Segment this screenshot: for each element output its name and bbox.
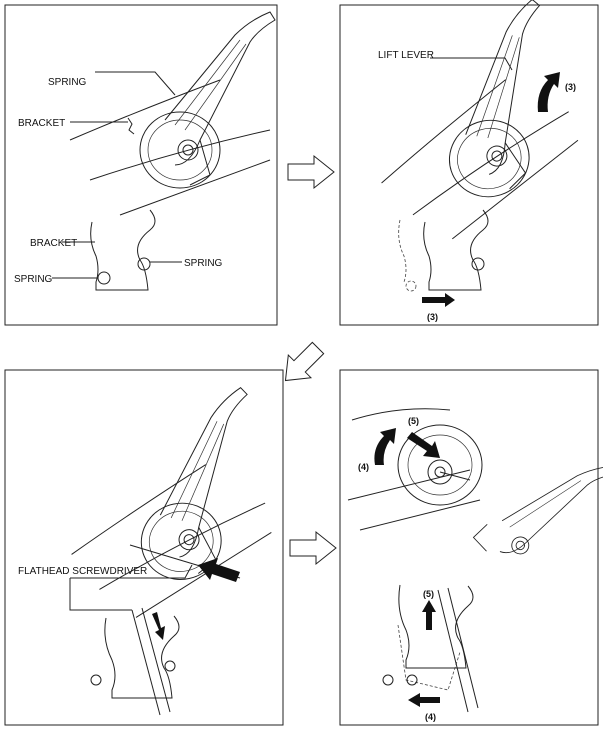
label-step-3-bottom: (3) <box>427 312 438 322</box>
spring-hole-right-2 <box>471 257 485 271</box>
ratchet-inner <box>407 434 473 496</box>
ratchet-gear <box>427 459 453 485</box>
panel-4-frame <box>339 369 599 726</box>
panel-4-base-line-a <box>351 408 451 421</box>
leader-screwdriver <box>70 564 193 579</box>
label-flathead-screwdriver: FLATHEAD SCREWDRIVER <box>18 566 147 577</box>
label-spring-left: SPRING <box>14 274 53 285</box>
spring-detail-top <box>127 117 135 135</box>
up-arrow-step-5 <box>422 600 436 630</box>
leader-lift-lever <box>430 57 513 71</box>
label-bracket-top: BRACKET <box>18 118 65 129</box>
rotate-arrow-step-4 <box>374 428 396 465</box>
label-lift-lever: LIFT LEVER <box>378 50 434 61</box>
arrow-step-3 <box>422 293 455 307</box>
shaft-pin <box>439 471 471 481</box>
rotate-arrow-step-3 <box>537 72 560 112</box>
label-spring-right: SPRING <box>184 258 223 269</box>
label-step-4-top: (4) <box>358 462 369 472</box>
spring-hole-3a <box>90 674 102 686</box>
panel-4-base-line-c <box>359 499 481 531</box>
down-arrow-screwdriver <box>152 612 165 640</box>
left-arrow-step-4 <box>408 693 440 707</box>
label-step-5-top: (5) <box>408 416 419 426</box>
leader-screwdriver-2 <box>69 578 132 611</box>
panel-3-frame <box>4 369 284 726</box>
panel-3: FLATHEAD SCREWDRIVER <box>4 369 289 726</box>
spring-hole-4a <box>382 674 394 686</box>
screwdriver-blade-a <box>131 609 161 716</box>
panel-2: LIFT LEVER (3) (3) <box>339 0 601 326</box>
screwdriver-blade-b <box>141 607 171 713</box>
bracket-outline-3 <box>104 615 180 699</box>
bracket-outline-shifted <box>423 209 489 291</box>
bracket-outline <box>90 209 156 291</box>
push-arrow <box>198 558 240 582</box>
bracket-prev-position-4 <box>397 624 461 691</box>
screwdriver-blade-4b <box>447 587 479 709</box>
ratchet-housing <box>397 424 483 506</box>
screwdriver-blade-4a <box>437 589 469 713</box>
panel-4: (4) (5) (5) (4) <box>339 369 603 726</box>
spring-hole-right <box>137 257 151 271</box>
label-bracket-bottom: BRACKET <box>30 238 77 249</box>
spring-hole-prev <box>405 280 417 292</box>
label-step-3-top: (3) <box>565 82 576 92</box>
bracket-prev-position <box>398 219 407 283</box>
flow-arrow-right-1 <box>287 155 335 189</box>
spring-hole-3b <box>164 660 176 672</box>
panel-1: SPRING BRACKET BRACKET SPRING SPRING <box>4 4 278 326</box>
spring-hole-4b <box>406 674 418 686</box>
push-arrow-step-5 <box>407 432 440 458</box>
panel-1-frame <box>4 4 278 326</box>
leader-spring-top <box>95 71 176 96</box>
flow-arrow-right-2 <box>289 531 337 565</box>
label-step-4-bottom: (4) <box>425 712 436 722</box>
ratchet-shaft <box>434 466 446 478</box>
detached-lever <box>472 465 603 555</box>
label-step-5-bottom: (5) <box>423 589 434 599</box>
label-spring-top: SPRING <box>48 77 87 88</box>
